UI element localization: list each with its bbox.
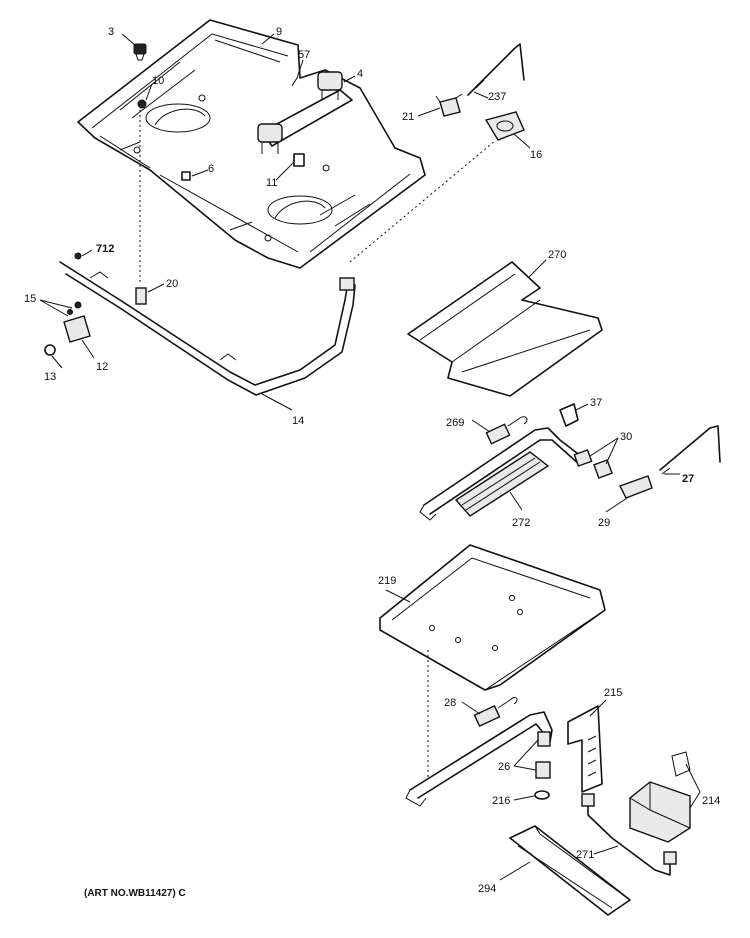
clip-6 [181,171,191,181]
trim-294 [509,825,631,916]
burner-valve-bracket [257,71,353,154]
orifice-29 [619,475,653,499]
label-219: 219 [378,575,396,587]
gas-tube-271 [581,793,677,876]
ignitor-28 [473,697,518,728]
label-26: 26 [498,761,510,773]
label-712: 712 [96,243,114,255]
regulator-214 [629,751,691,843]
clip-37 [559,403,579,427]
label-28: 28 [444,697,456,709]
label-237: 237 [488,91,506,103]
label-11: 11 [266,177,277,189]
label-214: 214 [702,795,720,807]
label-6: 6 [208,163,214,175]
label-270: 270 [548,249,566,261]
nut-13 [44,344,56,356]
label-21: 21 [402,111,414,123]
label-13: 13 [44,371,56,383]
label-37: 37 [590,397,602,409]
burner-box-pan [77,19,426,269]
clip-11 [293,153,305,167]
orifice-26 [535,731,551,779]
oven-burner-272 [419,427,587,521]
manifold-pipe-14 [59,261,356,396]
valve-12 [63,301,91,343]
tube-27 [659,425,721,475]
bracket-215 [567,705,603,793]
label-27: 27 [682,473,694,485]
orifice-30 [573,449,613,479]
bake-shield-219 [379,544,606,691]
ignitor-269 [485,416,528,445]
broil-shield-270 [407,261,603,397]
label-216: 216 [492,795,510,807]
label-271: 271 [576,849,594,861]
label-29: 29 [598,517,610,529]
screw-712 [74,252,82,260]
label-294: 294 [478,883,496,895]
label-9: 9 [276,26,282,38]
label-272: 272 [512,517,530,529]
label-15: 15 [24,293,36,305]
bracket-16 [484,111,525,141]
screw-3 [133,43,147,61]
part-labels: 3 9 57 10 4 21 237 16 6 11 712 20 15 12 … [24,26,720,895]
label-3: 3 [108,26,114,38]
label-215: 215 [604,687,622,699]
valve-21 [435,93,463,117]
label-12: 12 [96,361,108,373]
art-number: (ART NO.WB11427) C [84,888,186,899]
label-269: 269 [446,417,464,429]
grommet-10 [137,99,147,109]
label-30: 30 [620,431,632,443]
label-20: 20 [166,278,178,290]
leader-lines [39,33,701,881]
label-14: 14 [292,415,304,427]
label-10: 10 [152,75,164,87]
label-4: 4 [357,68,363,80]
label-16: 16 [530,149,542,161]
label-57: 57 [298,49,310,61]
nut-216 [534,790,550,800]
thermocouple-tube-237 [467,43,525,96]
orifice-20 [135,287,147,305]
